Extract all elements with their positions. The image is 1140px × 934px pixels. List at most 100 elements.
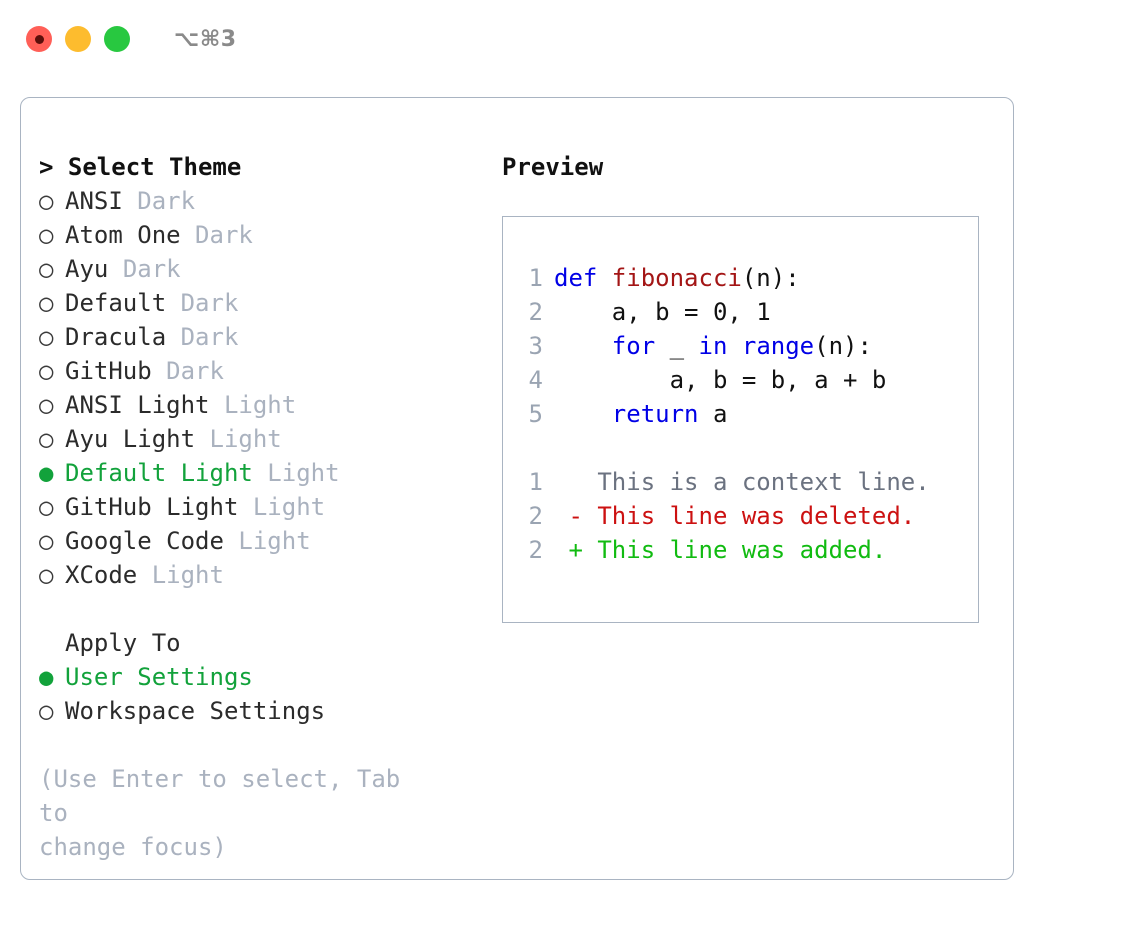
code-line: 4 a, b = b, a + b [517, 363, 978, 397]
code-token: fibonacci [611, 264, 742, 292]
theme-list-item[interactable]: ○ Default Dark [39, 286, 499, 320]
theme-name-label: Ayu [65, 255, 109, 283]
code-line: 1 def fibonacci(n): [517, 261, 978, 295]
code-token: return [611, 400, 699, 428]
code-token [554, 400, 612, 428]
diff-sample: 1 This is a context line.2 - This line w… [517, 465, 978, 567]
apply-to-item[interactable]: ● User Settings [39, 660, 499, 694]
select-theme-header: > Select Theme [39, 153, 242, 181]
theme-category-tag: Dark [180, 323, 239, 351]
code-diff-spacer [517, 431, 978, 465]
section-spacer [39, 592, 499, 626]
theme-list-item[interactable]: ○Atom One Dark [39, 218, 499, 252]
theme-list-column: > Select Theme ○ANSI Dark○Atom One Dark○… [39, 150, 499, 864]
theme-list-item[interactable]: ○ GitHub Light Light [39, 490, 499, 524]
theme-name-label: Default Light [65, 459, 253, 487]
radio-unselected-icon: ○ [39, 323, 54, 351]
theme-category-tag: Dark [180, 289, 239, 317]
line-number: 5 [528, 400, 543, 428]
window-titlebar: ⌥⌘3 [0, 0, 1140, 78]
theme-list[interactable]: ○ANSI Dark○Atom One Dark○Ayu Dark○Defaul… [39, 184, 499, 592]
radio-unselected-icon: ○ [39, 493, 54, 521]
line-number: 1 [528, 264, 543, 292]
maximize-window-icon[interactable] [104, 26, 130, 52]
code-token: This is a context line. [554, 468, 930, 496]
keyboard-shortcut-label: ⌥⌘3 [174, 26, 237, 52]
radio-unselected-icon: ○ [39, 289, 54, 317]
radio-unselected-icon: ○ [39, 527, 54, 555]
diff-line: 2 + This line was added. [517, 533, 978, 567]
line-number: 2 [528, 536, 543, 564]
preview-header: Preview [502, 153, 604, 181]
radio-unselected-icon: ○ [39, 425, 54, 453]
code-token: def [554, 264, 612, 292]
radio-unselected-icon: ○ [39, 357, 54, 385]
close-window-icon[interactable] [26, 26, 52, 52]
radio-unselected-icon: ○ [39, 187, 54, 215]
code-line: 5 return a [517, 397, 978, 431]
theme-category-tag: Dark [166, 357, 224, 385]
diff-line: 2 - This line was deleted. [517, 499, 978, 533]
theme-category-tag: Light [238, 527, 311, 555]
theme-category-tag: Light [151, 561, 224, 589]
line-number: 1 [528, 468, 543, 496]
radio-unselected-icon: ○ [39, 255, 54, 283]
theme-list-item[interactable]: ○ ANSI Light Light [39, 388, 499, 422]
apply-to-list[interactable]: ● User Settings ○ Workspace Settings [39, 660, 499, 728]
apply-to-item[interactable]: ○ Workspace Settings [39, 694, 499, 728]
line-number: 2 [528, 298, 543, 326]
code-token: _ [655, 332, 699, 360]
theme-name-label: XCode [65, 561, 138, 589]
minimize-window-icon[interactable] [65, 26, 91, 52]
theme-list-item[interactable]: ○ GitHub Dark [39, 354, 499, 388]
code-token: a, b = 0, 1 [554, 298, 771, 326]
code-token: a [698, 400, 728, 428]
theme-category-tag: Light [223, 391, 297, 419]
theme-category-tag: Light [267, 459, 340, 487]
code-line: 2 a, b = 0, 1 [517, 295, 978, 329]
apply-to-label: User Settings [65, 663, 253, 691]
code-token: for [611, 332, 656, 360]
code-line: 3 for _ in range(n): [517, 329, 978, 363]
theme-list-item[interactable]: ○ Google Code Light [39, 524, 499, 558]
theme-list-item[interactable]: ○ Ayu Dark [39, 252, 499, 286]
theme-category-tag: Dark [195, 221, 253, 249]
code-token: (n): [814, 332, 872, 360]
code-token: range [741, 332, 815, 360]
theme-category-tag: Light [252, 493, 326, 521]
theme-category-tag: Dark [122, 255, 181, 283]
theme-name-label: ANSI Light [65, 391, 210, 419]
diff-line: 1 This is a context line. [517, 465, 978, 499]
apply-to-header: Apply To [65, 629, 181, 657]
theme-list-item[interactable]: ○ANSI Dark [39, 184, 499, 218]
radio-unselected-icon: ○ [39, 391, 54, 419]
theme-name-label: GitHub Light [65, 493, 239, 521]
code-token [727, 332, 741, 360]
theme-category-tag: Light [209, 425, 282, 453]
theme-list-item[interactable]: ○ Dracula Dark [39, 320, 499, 354]
code-token: (n): [741, 264, 800, 292]
theme-list-item[interactable]: ● Default Light Light [39, 456, 499, 490]
radio-selected-icon: ● [39, 663, 54, 691]
theme-name-label: Google Code [65, 527, 224, 555]
radio-unselected-icon: ○ [39, 697, 54, 725]
radio-selected-icon: ● [39, 459, 54, 487]
radio-unselected-icon: ○ [39, 221, 54, 249]
theme-name-label: Dracula [65, 323, 167, 351]
apply-to-label: Workspace Settings [65, 697, 326, 725]
theme-list-item[interactable]: ○ Ayu Light Light [39, 422, 499, 456]
code-token [554, 332, 612, 360]
theme-name-label: Ayu Light [65, 425, 196, 453]
line-number: 2 [528, 502, 543, 530]
theme-name-label: GitHub [65, 357, 152, 385]
theme-list-item[interactable]: ○XCode Light [39, 558, 499, 592]
keyboard-hint-text: (Use Enter to select, Tab to change focu… [39, 765, 401, 861]
code-token: - This line was deleted. [554, 502, 916, 530]
theme-name-label: Default [65, 289, 167, 317]
code-token: + This line was added. [554, 536, 887, 564]
code-token: in [698, 332, 728, 360]
